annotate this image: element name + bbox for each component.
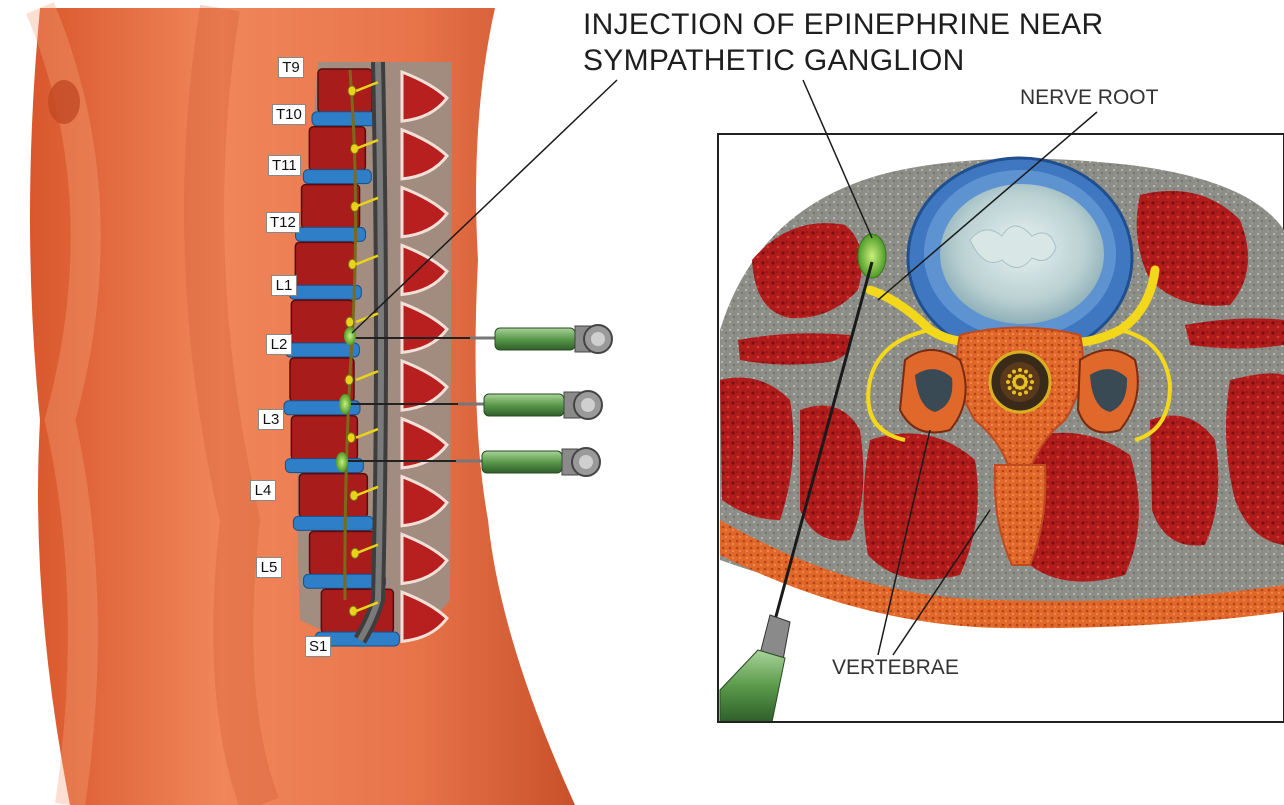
intervertebral-disc (285, 343, 359, 357)
injection-site (858, 234, 886, 278)
intervertebral-disc (289, 285, 361, 299)
vertebral-body (295, 242, 355, 286)
muscle-left-mid (738, 333, 851, 364)
vertebra-label-l3: L3 (258, 409, 284, 430)
muscle-left-lower (720, 378, 793, 521)
vertebra-label-t9: T9 (278, 57, 304, 78)
cord-fiber (1028, 386, 1032, 390)
cord-fiber (1030, 380, 1034, 384)
nerve-root-label: NERVE ROOT (1020, 86, 1158, 110)
cord-fiber (1008, 386, 1012, 390)
title-line-2: SYMPATHETIC GANGLION (583, 44, 965, 78)
title-line-1: INJECTION OF EPINEPHRINE NEAR (583, 8, 1103, 42)
cross-section-panel (718, 134, 1284, 722)
spine-section (284, 62, 452, 648)
muscle-psoas-left (800, 406, 863, 541)
vertebral-body (291, 300, 353, 344)
intervertebral-disc (312, 112, 378, 126)
sympathetic-ganglion (347, 433, 355, 443)
cord-fiber (1024, 370, 1028, 374)
navel (48, 80, 80, 124)
sympathetic-ganglion (348, 259, 356, 269)
cord-fiber (1024, 390, 1028, 394)
cord-fiber (1018, 392, 1022, 396)
vertebrae-label: VERTEBRAE (832, 656, 959, 680)
cord-fiber (1023, 377, 1027, 381)
muscle-erector-left (863, 433, 977, 579)
vertebra-label-s1: S1 (305, 636, 331, 657)
vertebra-label-l5: L5 (256, 557, 282, 578)
vertebra-label-t11: T11 (268, 155, 301, 176)
sympathetic-ganglion (346, 317, 354, 327)
vertebra-label-l2: L2 (266, 334, 292, 355)
vertebra-label-l4: L4 (250, 480, 276, 501)
cord-fiber (1012, 370, 1016, 374)
muscle-right-mid (1185, 318, 1284, 348)
cord-fiber (1006, 380, 1010, 384)
sympathetic-ganglion (345, 375, 353, 385)
intervertebral-disc (293, 516, 373, 530)
sympathetic-ganglion (348, 86, 356, 96)
vertebra-label-t10: T10 (272, 104, 306, 125)
cord-fiber (1028, 374, 1032, 378)
cord-fiber (1008, 374, 1012, 378)
vertebral-body (318, 69, 372, 113)
intervertebral-disc (303, 170, 371, 184)
muscle-psoas-right (1150, 416, 1218, 546)
cord-fiber (1018, 368, 1022, 372)
vertebra-label-t12: T12 (266, 212, 300, 233)
torso-illustration (30, 8, 612, 805)
vertebra-label-l1: L1 (271, 275, 297, 296)
cord-fiber (1012, 390, 1016, 394)
